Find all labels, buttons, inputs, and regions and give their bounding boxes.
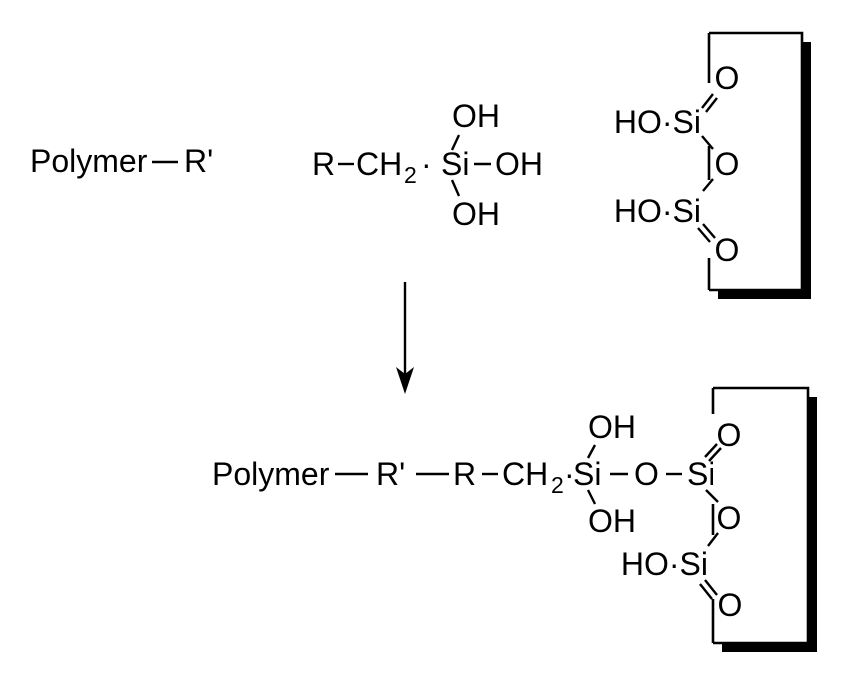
bond-si-oh-bottom bbox=[450, 179, 461, 197]
silane-oh-top-label: OH bbox=[452, 98, 500, 134]
bond-si-obridge bbox=[701, 135, 714, 150]
product-dot: · bbox=[564, 456, 575, 492]
surface-outline-bottom bbox=[713, 386, 810, 645]
product-r-prime-label: R' bbox=[376, 456, 405, 492]
double-bond-lower-2 bbox=[697, 227, 711, 243]
product-si2-label: Si bbox=[687, 456, 715, 492]
r-prime-label: R' bbox=[184, 143, 213, 179]
silanol-upper-label: HO·Si bbox=[614, 104, 701, 140]
product-surface-group: O O HO·Si O bbox=[621, 386, 817, 652]
bond-si1-oh-top bbox=[586, 444, 597, 459]
silane-oh-bottom-label: OH bbox=[452, 196, 500, 232]
product-ch2-subscript: 2 bbox=[551, 472, 564, 498]
product-si3-o-bottom-label: O bbox=[718, 587, 743, 623]
bond-obridge-si3 bbox=[707, 532, 719, 547]
silanol-upper-o-label: O bbox=[715, 60, 740, 96]
silane-si-label: Si bbox=[441, 146, 469, 182]
silanol-lower-o-label: O bbox=[715, 232, 740, 268]
product-oh-top-label: OH bbox=[588, 409, 636, 445]
surface-outline-top bbox=[709, 31, 804, 292]
product-si1-label: Si bbox=[573, 456, 601, 492]
silane-ch-label: CH bbox=[356, 146, 402, 182]
reactant-silane-group: R CH 2 · Si OH OH OH bbox=[312, 98, 543, 232]
double-bond-si2-o-1 bbox=[704, 443, 718, 458]
reactant-polymer-group: Polymer R' bbox=[30, 143, 213, 179]
silanol-lower-label: HO·Si bbox=[614, 193, 701, 229]
arrow-head bbox=[396, 367, 414, 394]
silane-oh-right-label: OH bbox=[495, 146, 543, 182]
double-bond-lower-1 bbox=[702, 223, 716, 239]
reaction-arrow bbox=[396, 282, 414, 394]
silane-r-label: R bbox=[312, 146, 335, 182]
silane-ch2-subscript: 2 bbox=[404, 162, 417, 188]
surface-face-bottom bbox=[713, 388, 808, 643]
product-polymer-label: Polymer bbox=[212, 456, 330, 492]
product-si2-o-top-label: O bbox=[717, 417, 742, 453]
double-bond-upper-2 bbox=[705, 97, 718, 113]
double-bond-si3-o-1 bbox=[704, 579, 718, 596]
product-bridge-o-label: O bbox=[717, 500, 742, 536]
double-bond-si3-o-2 bbox=[699, 583, 713, 600]
product-ch-label: CH bbox=[502, 456, 548, 492]
bond-si1-oh-bottom bbox=[586, 489, 597, 505]
bond-si-oh-top bbox=[450, 134, 461, 151]
bond-si2-obridge bbox=[705, 489, 719, 503]
double-bond-upper-1 bbox=[701, 93, 714, 109]
product-oh-bottom-label: OH bbox=[588, 503, 636, 539]
double-bond-si2-o-2 bbox=[708, 447, 722, 462]
product-backbone-group: Polymer R' R CH 2 · Si OH OH O Si bbox=[212, 409, 715, 539]
polymer-label: Polymer bbox=[30, 143, 148, 179]
silane-dot: · bbox=[421, 146, 432, 182]
product-silanol-label: HO·Si bbox=[621, 546, 708, 582]
bridge-o-label: O bbox=[715, 146, 740, 182]
bond-obridge-si bbox=[702, 178, 714, 192]
product-olink-label: O bbox=[634, 456, 659, 492]
product-r-label: R bbox=[453, 456, 476, 492]
reactant-surface-group: HO·Si O O HO·Si O bbox=[614, 31, 811, 299]
surface-face-top bbox=[709, 33, 802, 290]
